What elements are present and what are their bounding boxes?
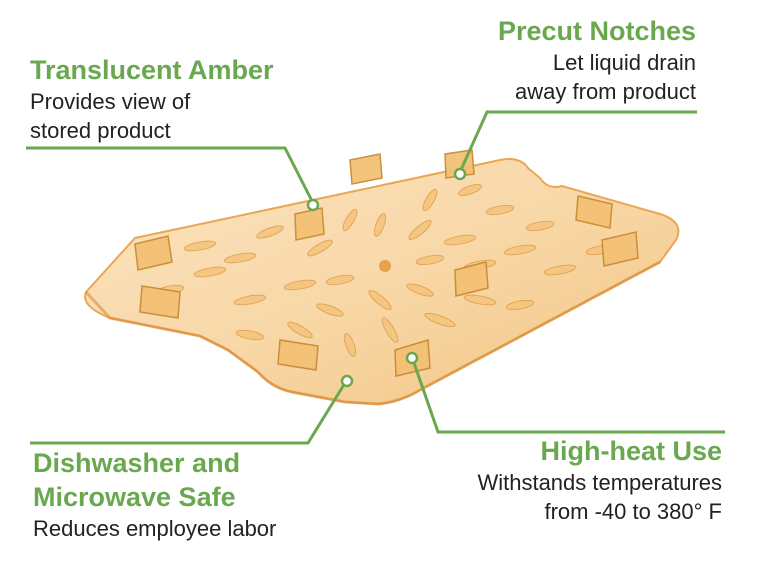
drain-slots xyxy=(155,183,615,357)
callout-title: Precut Notches xyxy=(497,16,696,46)
callout-title: High-heat Use xyxy=(540,436,722,466)
callout-desc-line: Let liquid drain xyxy=(552,50,696,75)
callout-high-heat: High-heat Use Withstands temperatures fr… xyxy=(477,434,722,526)
leader-lines xyxy=(26,110,725,445)
leader-heat xyxy=(411,359,725,434)
leader-precut xyxy=(458,110,697,173)
callout-title: Dishwasher and xyxy=(33,448,241,478)
callout-desc-line: Reduces employee labor xyxy=(33,516,277,541)
callout-title: Microwave Safe xyxy=(33,482,236,512)
callout-desc-line: from -40 to 380° F xyxy=(544,499,722,524)
drain-shelf xyxy=(84,158,680,406)
callout-desc-line: stored product xyxy=(30,118,171,143)
callout-title: Translucent Amber xyxy=(30,55,274,85)
leader-dishwasher xyxy=(30,382,347,445)
callout-desc-line: Provides view of xyxy=(30,89,191,114)
center-hole xyxy=(379,260,391,272)
callout-desc-line: Withstands temperatures xyxy=(477,470,722,495)
leader-dots xyxy=(306,167,467,388)
callout-precut-notches: Precut Notches Let liquid drain away fro… xyxy=(498,14,696,106)
callout-dishwasher-microwave: Dishwasher and Microwave Safe Reduces em… xyxy=(33,446,276,543)
callout-desc-line: away from product xyxy=(515,79,696,104)
callout-translucent-amber: Translucent Amber Provides view of store… xyxy=(30,53,274,145)
leader-translucent xyxy=(26,146,315,204)
